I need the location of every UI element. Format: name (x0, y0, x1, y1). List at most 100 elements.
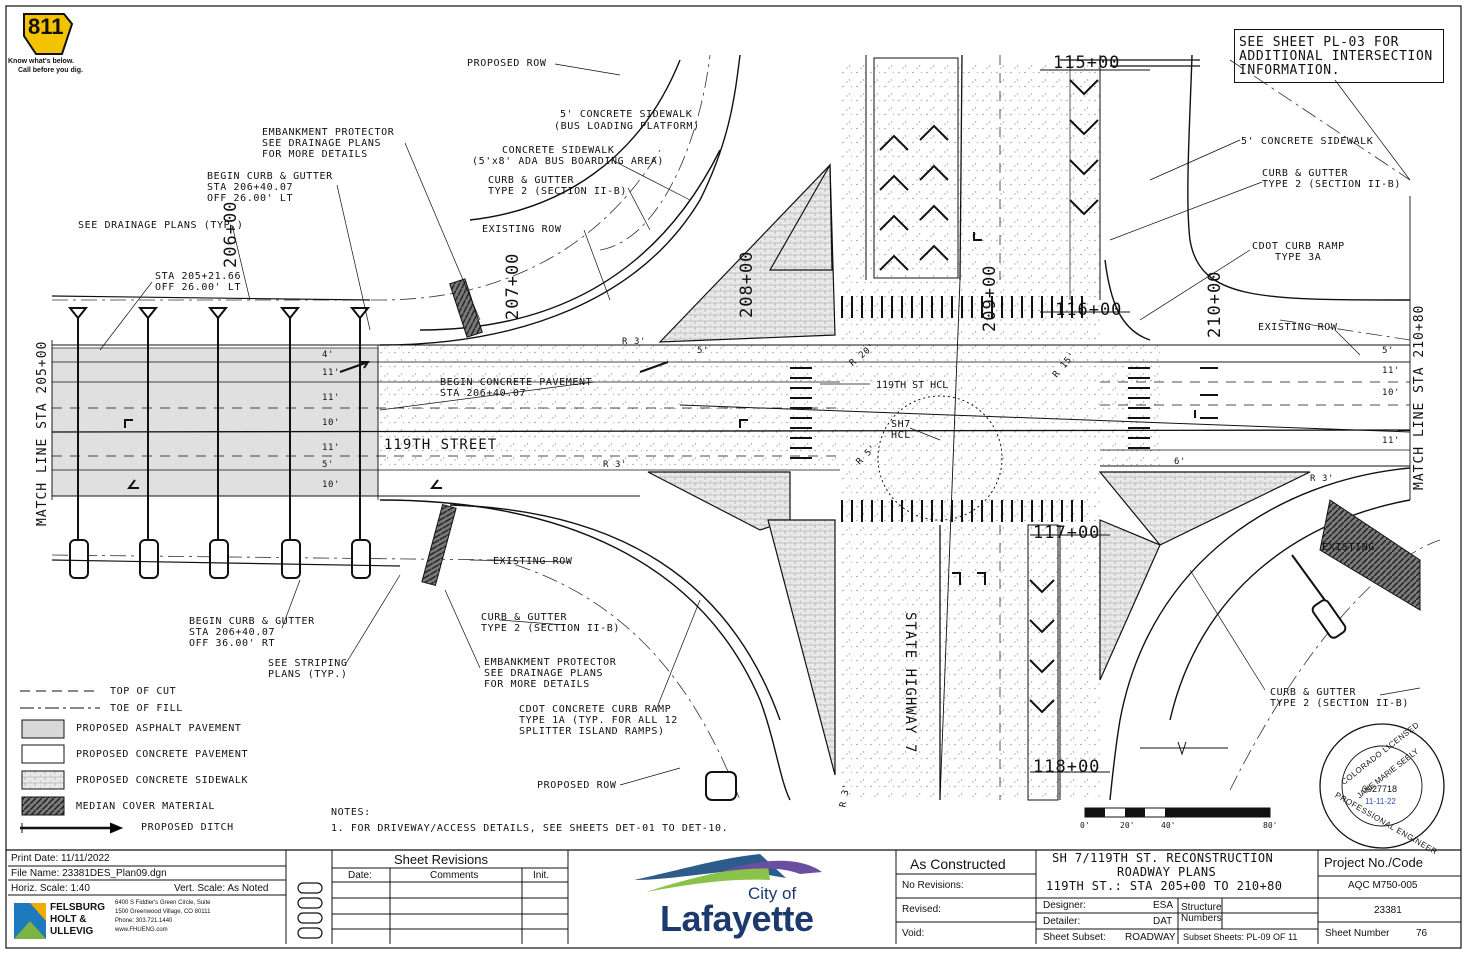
callout-begin-curb-bottom-3: OFF 36.00' RT (189, 638, 276, 649)
subset-sheets: Subset Sheets: PL-09 OF 11 (1183, 932, 1298, 942)
station-118: 118+00 (1033, 757, 1101, 777)
callout-cdot-1a-2: TYPE 1A (TYP. FOR ALL 12 (519, 715, 678, 726)
callout-curb-gutter-top-1: CURB & GUTTER (488, 175, 575, 186)
project-no-value: AQC M750-005 (1348, 880, 1418, 891)
callout-cdot-1a-3: SPLITTER ISLAND RAMPS) (519, 726, 665, 737)
sheet-subset-label: Sheet Subset: (1043, 932, 1106, 943)
callout-begin-curb-top-3: OFF 26.00' LT (207, 193, 294, 204)
detailer-label: Detailer: (1043, 916, 1081, 927)
legend-concrete: PROPOSED CONCRETE PAVEMENT (76, 749, 249, 760)
callout-embankment-top-1: EMBANKMENT PROTECTOR (262, 127, 395, 138)
callout-see-drainage: SEE DRAINAGE PLANS (TYP.) (78, 220, 244, 231)
revisions-comments-header: Comments (430, 870, 479, 881)
legend-toe-of-fill: TOE OF FILL (110, 703, 183, 714)
scale-20: 20' (1120, 821, 1135, 830)
see-sheet-note-box (1234, 29, 1444, 83)
callout-sh7-hcl-1: SH7 (891, 419, 911, 430)
detailer-value: DAT (1153, 916, 1173, 927)
callout-curb-gutter-br-2: TYPE 2 (SECTION II-B) (1270, 698, 1410, 709)
station-207: 207+00 (503, 252, 523, 320)
firm-address-3: Phone: 303.721.1440 (115, 918, 173, 924)
logo-811-tagline-2: Call before you dig. (18, 67, 83, 74)
callout-embankment-top-3: FOR MORE DETAILS (262, 149, 368, 160)
lane-width-left-5: 11' (322, 443, 341, 453)
structure-label-1: Structure (1181, 902, 1222, 913)
radius-r3-c: R 3' (1310, 474, 1335, 484)
sheet-subset-value: ROADWAY (1125, 932, 1176, 943)
match-line-right: MATCH LINE STA 210+80 (1412, 304, 1427, 490)
notes-item-1: 1. FOR DRIVEWAY/ACCESS DETAILS, SEE SHEE… (331, 823, 729, 834)
station-206: 206+00 (221, 200, 241, 268)
legend-asphalt: PROPOSED ASPHALT PAVEMENT (76, 723, 242, 734)
callout-curb-gutter-bottom-2: TYPE 2 (SECTION II-B) (481, 623, 621, 634)
lafayette-city-of: City of (748, 884, 797, 903)
lane-width-right-3: 10' (1382, 388, 1401, 398)
revisions-date-header: Date: (348, 870, 372, 881)
street-name-119th: 119TH STREET (384, 437, 498, 453)
designer-label: Designer: (1043, 900, 1086, 911)
state-highway-7-label: STATE HIGHWAY 7 (902, 612, 918, 754)
callout-curb-gutter-br-1: CURB & GUTTER (1270, 687, 1357, 698)
callout-begin-concrete-1: BEGIN CONCRETE PAVEMENT (440, 377, 593, 388)
lane-width-left-2: 11' (322, 368, 341, 378)
callout-sidewalk-ada-2: (5'x8' ADA BUS BOARDING AREA) (472, 156, 664, 167)
station-210: 210+00 (1205, 270, 1225, 338)
lafayette-name: Lafayette (660, 898, 814, 939)
callout-embankment-bottom-2: SEE DRAINAGE PLANS (484, 668, 604, 679)
callout-sidewalk-right: 5' CONCRETE SIDEWALK (1241, 136, 1374, 147)
sheet-revisions-title: Sheet Revisions (394, 852, 488, 867)
callout-sh7-hcl-2: HCL (891, 430, 911, 441)
project-code-value: 23381 (1374, 905, 1402, 916)
scale-40: 40' (1161, 821, 1176, 830)
callout-cdot-1a-1: CDOT CONCRETE CURB RAMP (519, 704, 672, 715)
see-sheet-note-line-2: ADDITIONAL INTERSECTION (1239, 49, 1433, 64)
scale-80: 80' (1263, 821, 1278, 830)
radius-r3-a: R 3' (622, 337, 647, 347)
no-revisions-label: No Revisions: (902, 880, 964, 891)
callout-begin-curb-top-1: BEGIN CURB & GUTTER (207, 171, 333, 182)
callout-begin-curb-bottom-2: STA 206+40.07 (189, 627, 276, 638)
revisions-init-header: Init. (533, 870, 550, 881)
project-title-1: SH 7/119TH ST. RECONSTRUCTION (1052, 851, 1274, 865)
callout-existing-row-right: EXISTING ROW (1258, 322, 1338, 333)
scale-0: 0' (1080, 821, 1090, 830)
callout-curb-gutter-right-2: TYPE 2 (SECTION II-B) (1262, 179, 1402, 190)
station-208: 208+00 (737, 250, 757, 318)
callout-see-striping-2: PLANS (TYP.) (268, 669, 348, 680)
lane-width-right-1: 5' (1382, 346, 1395, 356)
legend-ditch: PROPOSED DITCH (141, 822, 234, 833)
callout-existing-br: EXISTING (1322, 542, 1375, 553)
void-label: Void: (902, 928, 925, 939)
station-115: 115+00 (1053, 53, 1121, 73)
callout-119th-hcl: 119TH ST HCL (876, 380, 949, 391)
callout-cdot-3a-1: CDOT CURB RAMP (1252, 241, 1345, 252)
sheet-number-value: 76 (1416, 928, 1428, 939)
sheet-number-label: Sheet Number (1325, 928, 1390, 939)
callout-existing-row-top: EXISTING ROW (482, 224, 562, 235)
callout-proposed-row-top: PROPOSED ROW (467, 58, 547, 69)
see-sheet-note-line-1: SEE SHEET PL-03 FOR (1239, 35, 1400, 50)
callout-embankment-top-2: SEE DRAINAGE PLANS (262, 138, 382, 149)
see-sheet-note-line-3: INFORMATION. (1239, 63, 1341, 78)
callout-embankment-bottom-3: FOR MORE DETAILS (484, 679, 590, 690)
callout-sidewalk-bus-2: (BUS LOADING PLATFORM) (554, 121, 700, 132)
logo-811-number: 811 (28, 14, 64, 39)
match-line-left: MATCH LINE STA 205+00 (35, 340, 50, 526)
lane-width-left-3: 11' (322, 393, 341, 403)
seal-date: 11-11-22 (1365, 797, 1396, 806)
horiz-scale: Horiz. Scale: 1:40 (11, 883, 90, 894)
station-209: 209+00 (980, 264, 1000, 332)
callout-begin-curb-top-2: STA 206+40.07 (207, 182, 294, 193)
callout-sidewalk-bus-1: 5' CONCRETE SIDEWALK (560, 109, 693, 120)
callout-curb-gutter-right-1: CURB & GUTTER (1262, 168, 1349, 179)
firm-address-1: 6400 S Fiddler's Green Circle, Suite (115, 900, 211, 906)
legend-top-of-cut: TOP OF CUT (110, 686, 177, 697)
callout-proposed-row-bottom: PROPOSED ROW (537, 780, 617, 791)
station-117: 117+00 (1033, 523, 1101, 543)
lane-width-left-4: 10' (322, 418, 341, 428)
file-name: File Name: 23381DES_Plan09.dgn (11, 868, 167, 879)
lane-width-left-7: 10' (322, 480, 341, 490)
firm-name-2: HOLT & (50, 914, 87, 925)
